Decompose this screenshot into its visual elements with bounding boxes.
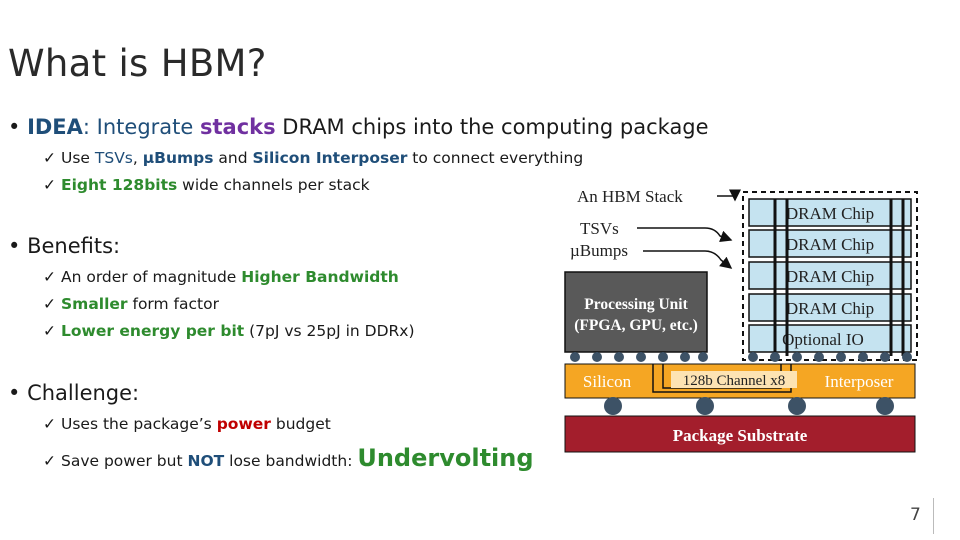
dram-chip-3: DRAM Chip	[748, 261, 912, 290]
idea-rest: DRAM chips into the computing package	[275, 115, 709, 139]
ben3-bold: Lower energy per bit	[61, 322, 245, 340]
ben2-bold: Smaller	[61, 295, 128, 313]
check-icon: ✓	[43, 322, 56, 340]
ch2-bold: NOT	[187, 452, 225, 470]
ubumps-arrow	[643, 250, 733, 269]
ben1-bold: Higher Bandwidth	[241, 268, 399, 286]
dram-chip-1-label: DRAM Chip	[786, 204, 874, 223]
sub1-interposer: Silicon Interposer	[252, 149, 408, 167]
interposer-label: Interposer	[825, 372, 894, 391]
bullet-benefits: • Benefits:	[8, 234, 120, 258]
sub1-tsvs: TSVs	[94, 149, 133, 167]
micro-bumps	[570, 352, 912, 362]
idea-sub-2: ✓ Eight 128bits wide channels per stack	[43, 176, 370, 194]
sub1-and: and	[213, 149, 253, 167]
sub1-ubumps: µBumps	[142, 149, 214, 167]
dram-chip-2-label: DRAM Chip	[786, 235, 874, 254]
package-substrate: Package Substrate	[564, 415, 916, 453]
ch1-post: budget	[270, 415, 331, 433]
ch2-pre: Save power but	[61, 452, 188, 470]
ben3-post: (7pJ vs 25pJ in DDRx)	[244, 322, 415, 340]
check-icon: ✓	[43, 452, 56, 470]
stack-arrow	[717, 189, 741, 202]
check-icon: ✓	[43, 415, 56, 433]
sub1-pre: Use	[61, 149, 95, 167]
check-icon: ✓	[43, 176, 56, 194]
dram-chip-3-label: DRAM Chip	[786, 267, 874, 286]
processing-unit-line2: (FPGA, GPU, etc.)	[574, 317, 698, 334]
check-icon: ✓	[43, 149, 56, 167]
sub2-bold: Eight 128bits	[61, 176, 178, 194]
ubumps-label: µBumps	[570, 241, 628, 260]
c4-bumps	[604, 397, 894, 415]
bullet-challenge: • Challenge:	[8, 381, 139, 405]
sub1-post: to connect everything	[407, 149, 584, 167]
sub2-post: wide channels per stack	[177, 176, 370, 194]
page-number-rule	[933, 498, 934, 534]
dram-chip-2: DRAM Chip	[748, 229, 912, 258]
ben2-post: form factor	[127, 295, 219, 313]
benefit-sub-2: ✓ Smaller form factor	[43, 295, 219, 313]
check-icon: ✓	[43, 268, 56, 286]
bullet-dot: •	[8, 234, 28, 258]
ch1-pre: Uses the package’s	[61, 415, 217, 433]
check-icon: ✓	[43, 295, 56, 313]
optional-io: Optional IO	[748, 324, 912, 353]
idea-sub-1: ✓ Use TSVs, µBumps and Silicon Interposer…	[43, 149, 583, 167]
slide-title: What is HBM?	[8, 42, 267, 85]
ben1-pre: An order of magnitude	[61, 268, 242, 286]
bullet-dot: •	[8, 381, 28, 405]
hbm-diagram: An HBM Stack TSVs µBumps DRAM Chip DRAM …	[564, 187, 918, 453]
dram-chip-1: DRAM Chip	[748, 198, 912, 227]
idea-stacks: stacks	[199, 115, 276, 139]
challenge-sub-1: ✓ Uses the package’s power budget	[43, 415, 331, 433]
tsvs-arrow	[637, 227, 733, 243]
ch2-big: Undervolting	[357, 444, 534, 472]
idea-label: IDEA	[27, 115, 83, 139]
page-number: 7	[910, 505, 921, 525]
challenge-label: Challenge:	[27, 381, 140, 405]
bullet-dot: •	[8, 115, 28, 139]
benefits-label: Benefits:	[27, 234, 121, 258]
idea-colon: : Integrate	[82, 115, 200, 139]
substrate-label: Package Substrate	[673, 426, 808, 445]
optional-io-label: Optional IO	[782, 330, 864, 349]
tsv-lines	[773, 199, 905, 356]
dram-chip-4: DRAM Chip	[748, 293, 912, 322]
processing-unit: Processing Unit (FPGA, GPU, etc.)	[564, 271, 708, 353]
dram-chip-4-label: DRAM Chip	[786, 299, 874, 318]
challenge-sub-2: ✓ Save power but NOT lose bandwidth: Unde…	[43, 444, 534, 472]
sub1-comma: ,	[132, 149, 143, 167]
channel-wiring: 128b Channel x8	[652, 364, 797, 393]
bullet-idea: • IDEA: Integrate stacks DRAM chips into…	[8, 115, 709, 139]
tsvs-label: TSVs	[580, 219, 619, 238]
ch2-post: lose bandwidth:	[224, 452, 358, 470]
ch1-bold: power	[216, 415, 271, 433]
channel-label: 128b Channel x8	[683, 373, 786, 389]
benefit-sub-3: ✓ Lower energy per bit (7pJ vs 25pJ in DD…	[43, 322, 415, 340]
stack-label: An HBM Stack	[577, 187, 683, 206]
processing-unit-line1: Processing Unit	[584, 296, 688, 313]
benefit-sub-1: ✓ An order of magnitude Higher Bandwidth	[43, 268, 399, 286]
silicon-label: Silicon	[583, 372, 632, 391]
